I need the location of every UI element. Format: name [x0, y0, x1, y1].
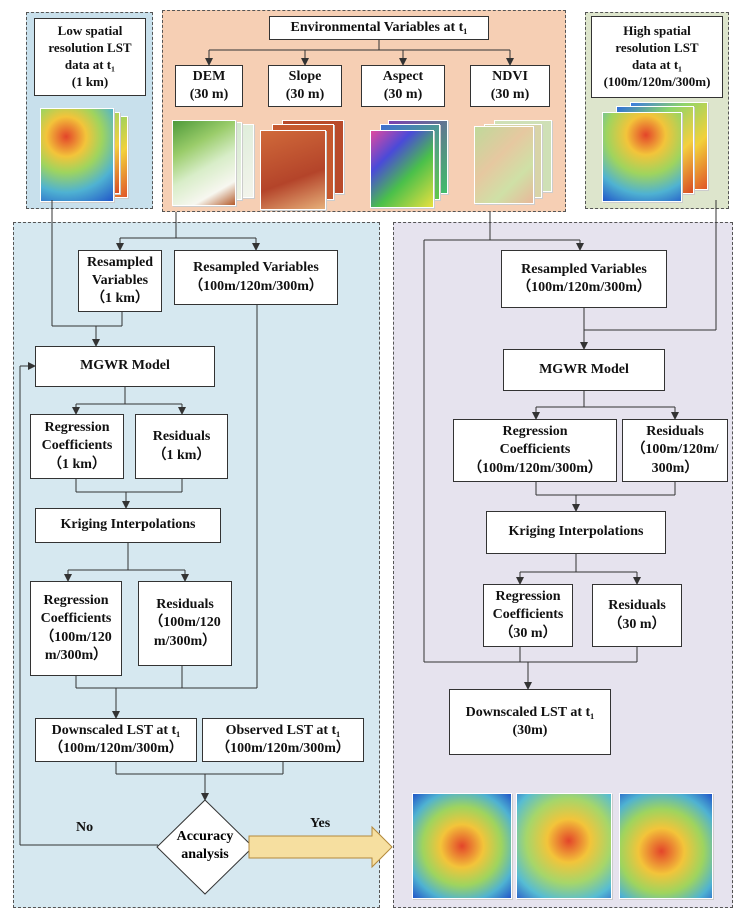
- resampled-variables-right: Resampled Variables （100m/120m/300m）: [501, 250, 667, 308]
- left-flow-panel: [13, 222, 380, 908]
- kriging-interpolations-left: Kriging Interpolations: [35, 508, 221, 543]
- ndvi-map-1: [474, 126, 534, 204]
- resampled-variables-1km: Resampled Variables （1 km）: [78, 250, 162, 312]
- residuals-right: Residuals （100m/120m/ 300m）: [622, 419, 728, 482]
- residuals-1km: Residuals （1 km）: [135, 414, 228, 479]
- lst-heatmap-result-2: [516, 793, 612, 899]
- downscaled-lst-multi: Downscaled LST at t₁ （100m/120m/300m）: [35, 718, 197, 762]
- resampled-variables-multi: Resampled Variables （100m/120m/300m）: [174, 250, 338, 305]
- accuracy-diamond: [156, 799, 254, 895]
- aspect-label: Aspect: [382, 68, 424, 84]
- observed-lst-multi: Observed LST at t₁ （100m/120m/300m）: [202, 718, 364, 762]
- lst-heatmap-result-3: [619, 793, 713, 899]
- mgwr-model-left: MGWR Model: [35, 346, 215, 387]
- slope-label: Slope: [288, 68, 322, 84]
- yes-label: Yes: [310, 816, 331, 831]
- no-label: No: [76, 820, 94, 835]
- dem-map-1: [172, 120, 236, 206]
- ndvi-res: (30 m): [490, 87, 530, 102]
- residuals-30m: Residuals （30 m）: [592, 584, 682, 647]
- high-res-title: High spatial resolution LST data at t₁ (…: [591, 16, 723, 98]
- slope-res: (30 m): [285, 87, 325, 102]
- lst-heatmap-low-1: [40, 108, 114, 202]
- low-res-title: Low spatial resolution LST data at t₁ (1…: [34, 18, 146, 96]
- yes-arrow: [248, 825, 393, 869]
- regression-coefficients-right: Regression Coefficients （100m/120m/300m）: [453, 419, 617, 482]
- regression-coefficients-1km: Regression Coefficients （1 km）: [30, 414, 124, 479]
- mgwr-model-right: MGWR Model: [503, 349, 665, 391]
- kriging-interpolations-right: Kriging Interpolations: [486, 511, 666, 554]
- regression-coefficients-30m: Regression Coefficients （30 m）: [483, 584, 573, 647]
- dem-label: DEM: [192, 68, 226, 84]
- downscaled-lst-30m: Downscaled LST at t₁ (30m): [449, 689, 611, 755]
- regression-coefficients-multi: Regression Coefficients （100m/120 m/300m…: [30, 581, 122, 676]
- lst-heatmap-result-1: [412, 793, 512, 899]
- aspect-box: Aspect (30 m): [361, 65, 445, 107]
- aspect-map-1: [370, 130, 434, 208]
- dem-res: (30 m): [189, 87, 229, 102]
- slope-map-1: [260, 130, 326, 210]
- ndvi-label: NDVI: [492, 68, 528, 84]
- lst-heatmap-high-1: [602, 112, 682, 202]
- residuals-multi: Residuals （100m/120 m/300m）: [138, 581, 232, 666]
- aspect-res: (30 m): [383, 87, 423, 102]
- ndvi-box: NDVI (30 m): [470, 65, 550, 107]
- slope-box: Slope (30 m): [268, 65, 342, 107]
- env-variables-title: Environmental Variables at t₁: [269, 16, 489, 40]
- accuracy-analysis-label: Accuracy analysis: [176, 829, 234, 863]
